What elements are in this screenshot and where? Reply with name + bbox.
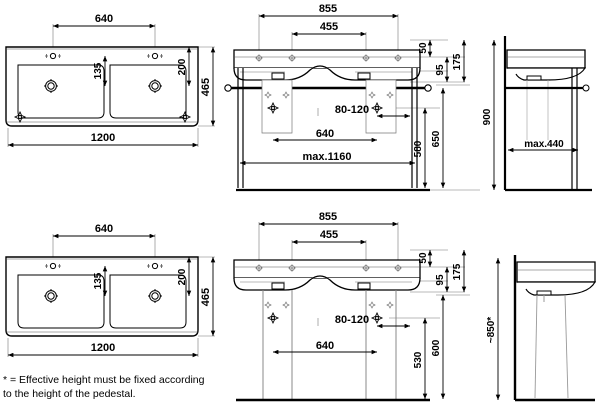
side-slab — [506, 49, 586, 69]
dim-label-135: 135 — [93, 62, 104, 79]
dim-95-top: 95 — [435, 57, 450, 82]
dim-1200-bottom: 1200 — [8, 342, 198, 358]
view-top-plan: 640 135 200 465 — [5, 13, 216, 148]
dim-tap-spacing-bottom: 640 — [53, 223, 155, 239]
dim-200-bottom: 200 — [177, 257, 192, 296]
dim-label-530: 530 — [413, 351, 424, 368]
footnote-line-1: * = Effective height must be fixed accor… — [3, 374, 205, 386]
dim-label-max1160: max.1160 — [303, 151, 352, 163]
dim-580: 580 — [413, 108, 428, 188]
overflow-slot-right-2 — [357, 282, 371, 290]
dim-label-640-front-b: 640 — [316, 340, 334, 352]
view-bottom-front: 855 455 80-120 — [233, 211, 470, 402]
dim-175-top: 175 — [452, 40, 467, 82]
overflow-slot-left-2 — [271, 282, 285, 290]
dim-max1160: max.1160 — [240, 151, 415, 166]
dim-label-200-b: 200 — [177, 268, 188, 285]
dim-label-95-b: 95 — [435, 274, 446, 286]
dim-label-175-b: 175 — [452, 263, 463, 280]
dim-80-120-top: 80-120 — [335, 104, 410, 119]
dim-label-95: 95 — [435, 64, 446, 76]
dim-175-bottom: 175 — [452, 250, 467, 292]
dim-label-640-b: 640 — [95, 223, 113, 235]
dim-label-855: 855 — [319, 3, 337, 15]
dim-label-850: ~850* — [486, 317, 497, 344]
basin-slab-front-2 — [233, 259, 421, 279]
dim-855-top: 855 — [259, 3, 398, 19]
dim-855-bottom: 855 — [259, 211, 398, 227]
dim-50-bottom: 50 — [418, 250, 433, 267]
dim-640-front-bottom: 640 — [273, 340, 377, 355]
footnote-line-2: to the height of the pedestal. — [3, 388, 136, 400]
pedestal-side-lines — [534, 294, 569, 399]
side-overflow — [526, 75, 542, 81]
dim-200-top: 200 — [177, 47, 192, 86]
dim-label-600: 600 — [431, 339, 442, 356]
dim-max440: max.440 — [508, 139, 578, 153]
view-bottom-plan: 640 135 200 465 1200 — [5, 223, 216, 358]
dim-label-455: 455 — [320, 21, 338, 33]
dim-tap-spacing-top: 640 — [53, 13, 155, 29]
basin-slab-front — [233, 49, 421, 69]
view-bottom-side: ~850* — [486, 255, 597, 402]
view-top-side: 900 max.440 — [482, 36, 592, 192]
dim-1200-top: 1200 — [8, 132, 198, 148]
dim-label-80-120-b: 80-120 — [335, 314, 369, 326]
dim-850: ~850* — [486, 258, 501, 400]
dim-label-50-b: 50 — [418, 252, 429, 264]
pedestal-lines — [262, 290, 397, 399]
trap-cover-left — [261, 79, 293, 134]
dim-900: 900 — [482, 40, 497, 190]
dim-465-bottom: 465 — [200, 257, 216, 336]
dim-465-top: 465 — [200, 47, 216, 126]
dim-label-80-120: 80-120 — [335, 104, 369, 116]
dim-640-front-top: 640 — [273, 128, 377, 143]
dim-label-465: 465 — [200, 78, 212, 96]
dim-95-bottom: 95 — [435, 267, 450, 292]
towel-rail-side — [505, 84, 590, 92]
dim-600: 600 — [431, 295, 446, 399]
dim-135-top: 135 — [93, 56, 108, 86]
dim-label-900: 900 — [482, 108, 493, 125]
dim-label-650: 650 — [431, 130, 442, 147]
dim-label-465-b: 465 — [200, 288, 212, 306]
dim-label-640: 640 — [95, 13, 113, 25]
dim-label-175: 175 — [452, 53, 463, 70]
trap-cover-right — [365, 79, 397, 134]
dim-530: 530 — [413, 318, 428, 399]
side-slab-2 — [516, 261, 596, 283]
dim-650: 650 — [431, 88, 446, 188]
dim-label-max440: max.440 — [524, 139, 564, 150]
view-top-front: 855 455 — [224, 3, 480, 192]
side-overflow-2 — [536, 290, 552, 296]
dim-label-200: 200 — [177, 58, 188, 75]
dim-135-bottom: 135 — [93, 266, 108, 296]
dim-label-640-front: 640 — [316, 128, 334, 140]
bowl-left-plan-2 — [17, 274, 105, 329]
dim-label-580: 580 — [413, 140, 424, 157]
footnote-block: * = Effective height must be fixed accor… — [3, 374, 205, 400]
overflow-slot-left — [271, 72, 285, 80]
dim-label-1200-b: 1200 — [91, 342, 115, 354]
dim-455-top: 455 — [292, 21, 366, 37]
dim-50-top: 50 — [418, 40, 433, 57]
dim-label-135-b: 135 — [93, 272, 104, 289]
dim-80-120-bottom: 80-120 — [335, 314, 410, 329]
bowl-right-plan-2 — [109, 274, 187, 329]
dim-label-1200: 1200 — [91, 132, 115, 144]
dim-label-455-b: 455 — [320, 229, 338, 241]
overflow-slot-right — [357, 72, 371, 80]
bowl-right-plan — [109, 64, 187, 119]
dim-455-bottom: 455 — [292, 229, 366, 245]
dim-label-855-b: 855 — [319, 211, 337, 223]
dim-label-50: 50 — [418, 42, 429, 54]
bowl-left-plan — [17, 64, 105, 119]
